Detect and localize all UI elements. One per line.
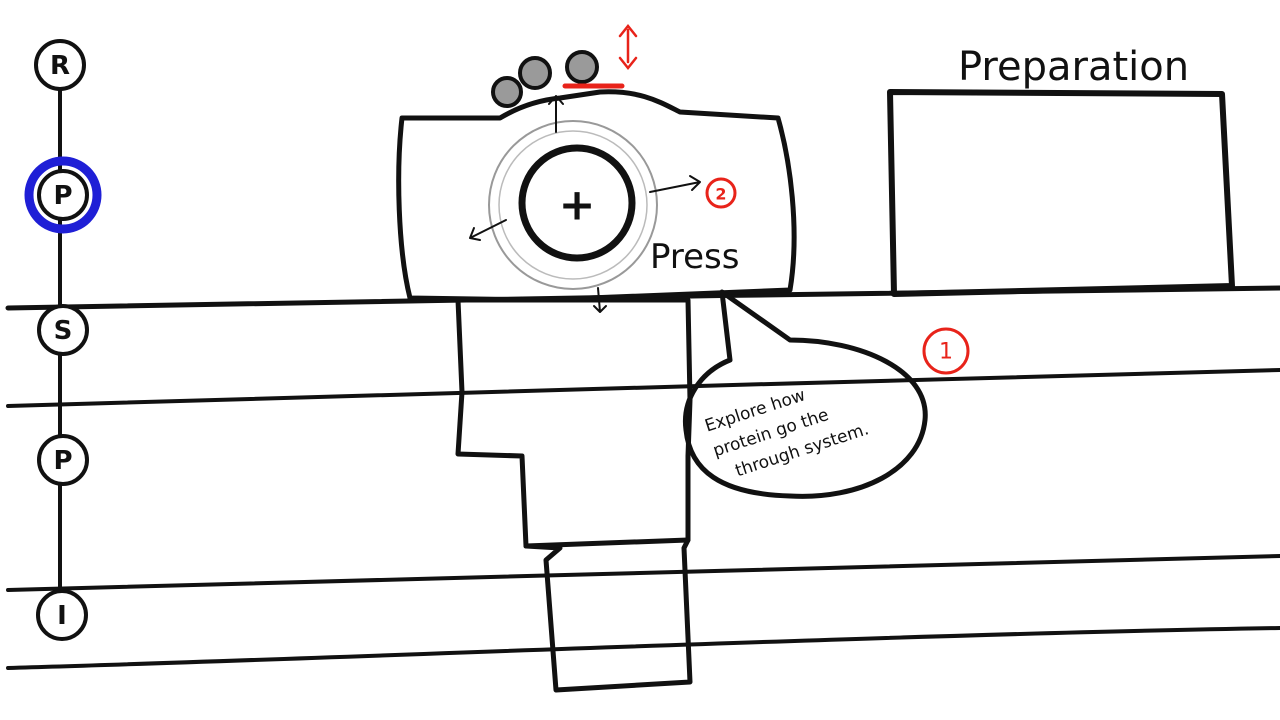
press-label: Press [650,237,739,277]
step-letter: P [53,446,72,476]
tooltip-bubble: Explore how protein go the through syste… [682,289,928,499]
knob-small-icon[interactable] [491,76,523,108]
knob-medium-icon[interactable] [518,56,552,90]
step-letter: S [54,316,73,346]
step-S[interactable]: S [37,304,89,356]
protein-channel [455,297,693,693]
floor-lines [5,285,1280,670]
direction-arrows-icon [469,95,701,313]
rotation-ring [488,120,658,290]
marker-1-text: 1 [939,340,953,365]
step-P[interactable]: P [37,434,89,486]
step-letter: P [53,181,72,211]
step-letter: R [50,51,70,81]
vertical-arrow-icon [618,23,638,71]
marker-2-text: 2 [715,185,726,204]
step-P-active[interactable]: P [24,156,102,234]
step-I[interactable]: I [36,589,88,641]
step-letter: I [57,601,67,631]
preparation-panel: Preparation [887,44,1235,297]
active-step-ring [24,156,102,234]
press-button[interactable]: + [518,144,636,262]
annotation-marker-1: 1 [922,327,970,375]
plus-icon: + [559,180,596,231]
annotation-marker-2: 2 [705,177,737,209]
panel-title: Preparation [958,44,1189,90]
knob-large-icon[interactable] [565,50,599,84]
step-R[interactable]: R [34,39,86,91]
